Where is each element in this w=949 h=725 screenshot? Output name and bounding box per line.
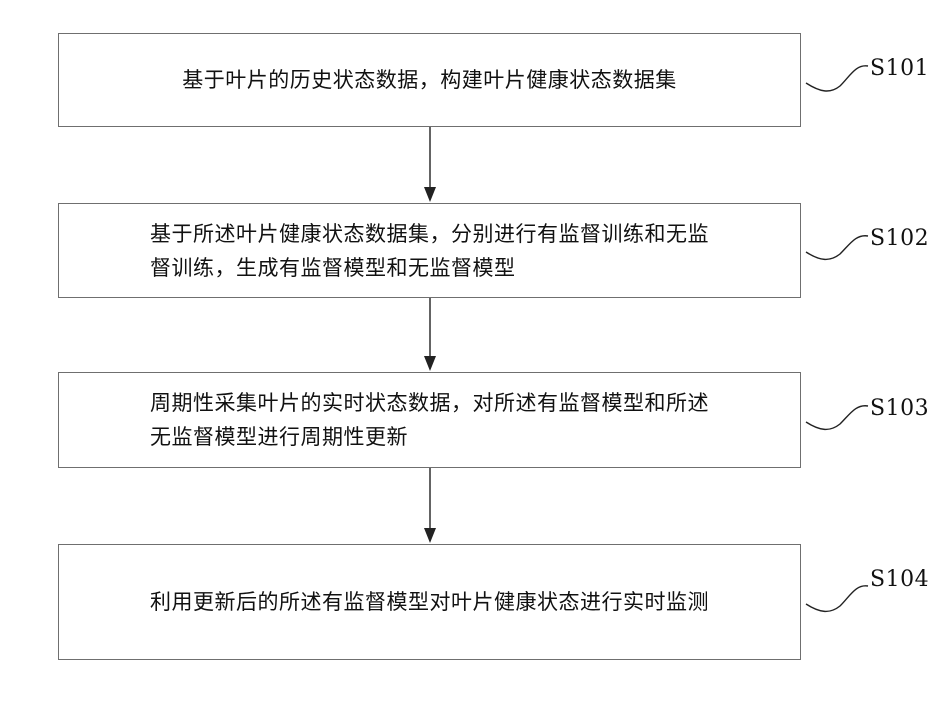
step-label-s104: S104 — [870, 567, 929, 592]
step-label-s102: S102 — [870, 226, 929, 251]
step-text-s101: 基于叶片的历史状态数据，构建叶片健康状态数据集 — [168, 63, 691, 97]
leader-line-s102 — [806, 236, 868, 260]
step-label-s101: S101 — [870, 56, 929, 81]
leader-line-s104 — [806, 586, 868, 612]
step-label-s103: S103 — [870, 396, 929, 421]
arrow-s103-to-s104 — [424, 468, 436, 543]
step-box-s104: 利用更新后的所述有监督模型对叶片健康状态进行实时监测 — [58, 544, 801, 660]
step-box-s102: 基于所述叶片健康状态数据集，分别进行有监督训练和无监 督训练，生成有监督模型和无… — [58, 203, 801, 298]
step-box-s103: 周期性采集叶片的实时状态数据，对所述有监督模型和所述 无监督模型进行周期性更新 — [58, 372, 801, 468]
leader-line-s101 — [806, 66, 868, 91]
arrow-s101-to-s102 — [424, 127, 436, 202]
leader-line-s103 — [806, 406, 868, 430]
step-text-s103: 周期性采集叶片的实时状态数据，对所述有监督模型和所述 无监督模型进行周期性更新 — [136, 386, 723, 454]
step-box-s101: 基于叶片的历史状态数据，构建叶片健康状态数据集 — [58, 33, 801, 127]
step-text-s102: 基于所述叶片健康状态数据集，分别进行有监督训练和无监 督训练，生成有监督模型和无… — [136, 217, 723, 285]
step-text-s104: 利用更新后的所述有监督模型对叶片健康状态进行实时监测 — [136, 585, 723, 619]
arrow-s102-to-s103 — [424, 298, 436, 371]
